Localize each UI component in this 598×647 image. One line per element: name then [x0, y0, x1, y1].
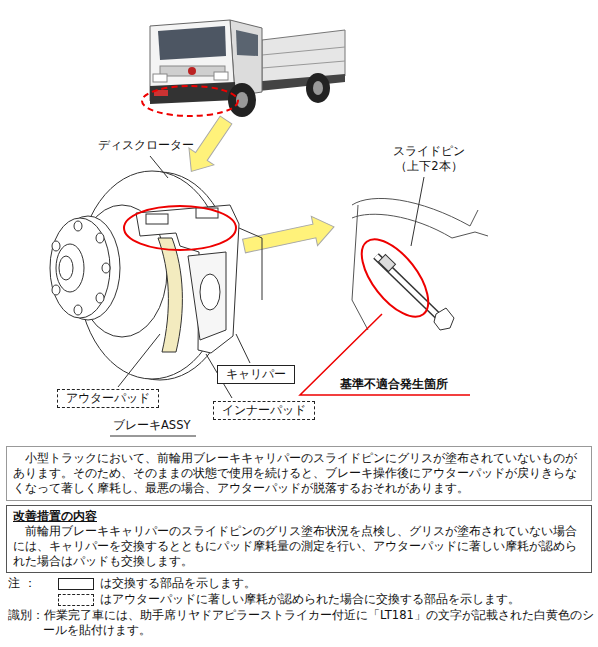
brake-assembly [50, 171, 262, 380]
pointer-arrow [241, 212, 337, 260]
part-box: キャリパー [217, 365, 295, 384]
legend-text: は交換する部品を示します。 [100, 576, 256, 591]
part-box-dashed: アウターパッド [57, 389, 159, 408]
part-box-dashed: インナーパッド [213, 401, 315, 420]
box-text: 小型トラックにおいて、前輪用ブレーキキャリパーのスライドピンにグリスが塗布されて… [13, 451, 585, 496]
notice-box: 小型トラックにおいて、前輪用ブレーキキャリパーのスライドピンにグリスが塗布されて… [6, 446, 592, 501]
box-text: 前輪用ブレーキキャリパーのスライドピンのグリス塗布状況を点検し、グリスが塗布され… [13, 524, 585, 569]
note-label: 注 ： [8, 576, 36, 591]
remedy-box: 改善措置の内容前輪用ブレーキキャリパーのスライドピンのグリス塗布状況を点検し、グ… [6, 505, 592, 573]
legend-text: はアウターパッドに著しい摩耗が認められた場合に交換する部品を示します。 [100, 592, 520, 607]
box-text: インナーパッド [222, 403, 306, 418]
part-label: ディスクローター [98, 138, 194, 153]
truck-picture [142, 20, 345, 117]
dashed-box-sample [58, 594, 94, 606]
slide-pin-detail [349, 198, 488, 330]
defect-pointer [300, 314, 470, 395]
box-heading: 改善措置の内容 [13, 509, 585, 524]
solid-box-sample [58, 578, 94, 590]
note-text: 識別：作業完了車には、助手席リヤドアピラーストライカー付近に「LT181」の文字… [8, 608, 594, 638]
box-text: キャリパー [226, 367, 286, 382]
box-text: アウターパッド [66, 391, 150, 406]
part-label: スライドピン （上下2本） [390, 144, 468, 174]
defect-label: 基準不適合発生箇所 [340, 377, 448, 393]
assembly-label: ブレーキASSY [113, 418, 191, 433]
